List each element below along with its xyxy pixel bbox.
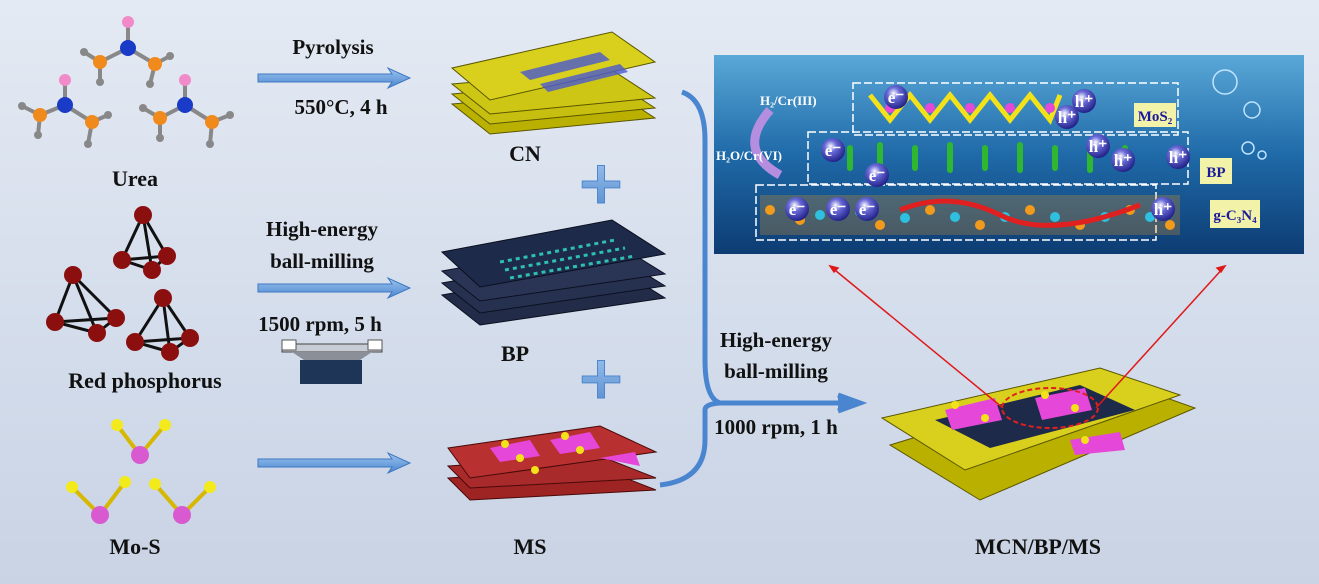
ball-mill-icon <box>281 339 383 384</box>
bp-layer-label: BP <box>1206 165 1225 181</box>
hole-icon: h⁺ <box>1114 151 1132 170</box>
pyrolysis-conditions: 550°C, 4 h <box>295 95 388 119</box>
final-milling-conditions: 1000 rpm, 1 h <box>714 415 838 439</box>
hole-icon: h⁺ <box>1089 137 1107 156</box>
milling-conditions: 1500 rpm, 5 h <box>258 312 382 336</box>
cn-label: CN <box>509 141 541 166</box>
bubble-icons <box>1212 69 1267 160</box>
final-milling-line2: ball-milling <box>724 359 828 383</box>
product-label: MCN/BP/MS <box>975 534 1101 559</box>
hole-icon: h⁺ <box>1154 200 1172 219</box>
mechanism-inset: H₂/Cr(III) H₂O/Cr(VI) MoS₂ BP g-C₃N₄ e⁻ … <box>714 55 1304 254</box>
zoom-lines <box>828 264 1227 409</box>
electron-icon: e⁻ <box>869 166 886 185</box>
reaction-arrow <box>750 107 783 179</box>
charge-transfer-arrow <box>899 198 1141 228</box>
bp-stacked-sheets <box>440 219 667 326</box>
ms-stacked-sheets <box>446 425 658 501</box>
hole-icon: h⁺ <box>1169 148 1187 167</box>
reactant-label: H₂O/Cr(VI) <box>716 148 782 163</box>
plus-icon: + <box>576 148 626 218</box>
arrow-ms <box>257 451 412 475</box>
electron-icon: e⁻ <box>789 200 806 219</box>
bp-label: BP <box>501 341 529 366</box>
merge-brace-arrow <box>659 89 868 488</box>
electron-icon: e⁻ <box>830 200 847 219</box>
milling-label-line2: ball-milling <box>270 249 374 273</box>
arrow-ball-milling <box>257 276 412 300</box>
gc3n4-layer-label: g-C₃N₄ <box>1213 208 1257 224</box>
mo-s-molecules <box>66 419 216 524</box>
mos2-layer-label: MoS₂ <box>1138 109 1173 125</box>
arrow-pyrolysis <box>257 66 412 90</box>
electron-icon: e⁻ <box>825 141 842 160</box>
electron-icon: e⁻ <box>859 200 876 219</box>
plus-icon: + <box>576 343 626 413</box>
electrons: e⁻ e⁻ e⁻ e⁻ e⁻ e⁻ <box>785 85 908 221</box>
pyrolysis-label: Pyrolysis <box>292 35 373 59</box>
red-phosphorus-label: Red phosphorus <box>68 368 222 393</box>
mcn-bp-ms-composite <box>880 367 1197 501</box>
holes: h⁺ h⁺ h⁺ h⁺ h⁺ h⁺ <box>1055 89 1190 221</box>
reduction-product-label: H₂/Cr(III) <box>760 93 817 108</box>
mo-s-label: Mo-S <box>109 534 160 559</box>
hole-icon: h⁺ <box>1075 92 1093 111</box>
urea-molecules <box>18 16 234 148</box>
electron-icon: e⁻ <box>888 88 905 107</box>
urea-label: Urea <box>112 166 158 191</box>
red-phosphorus-tetrahedra <box>46 206 199 361</box>
ms-label: MS <box>514 534 547 559</box>
milling-label-line1: High-energy <box>266 217 378 241</box>
cn-stacked-sheets <box>450 31 657 135</box>
hole-icon: h⁺ <box>1058 108 1076 127</box>
final-milling-line1: High-energy <box>720 328 832 352</box>
